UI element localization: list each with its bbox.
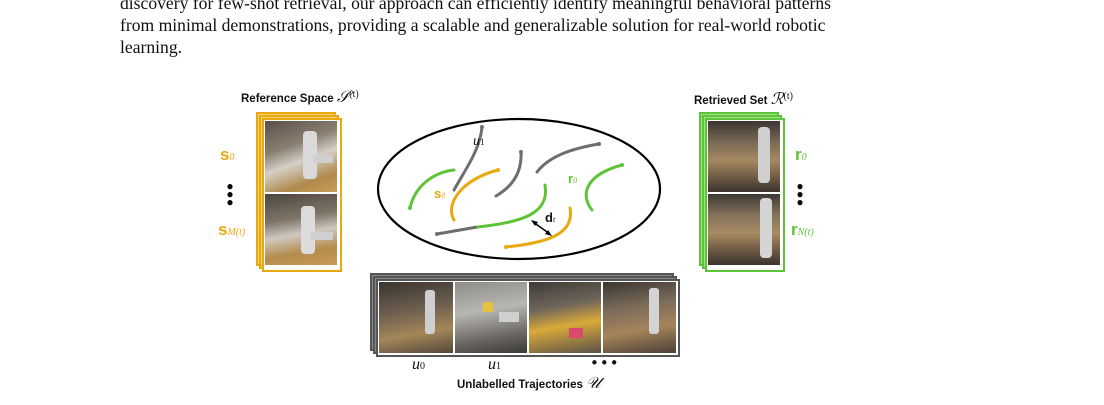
reference-label-sM-sub: M(t)	[227, 227, 246, 238]
retrieved-image-bottom	[708, 194, 780, 265]
distance-arrow-head-b	[545, 230, 552, 236]
retrieved-superscript: (t)	[783, 91, 793, 103]
ellipse-label-s0: s0	[434, 186, 445, 201]
unlabelled-frame-2	[455, 282, 527, 353]
paragraph-line-2: from minimal demonstrations, providing a…	[120, 15, 826, 35]
retrieved-vertical-ellipsis: ●●●	[796, 179, 804, 209]
trajectory-gray-middle-end	[519, 150, 523, 154]
ellipse-label-dt-sub: t	[552, 215, 556, 224]
trajectory-gray-top-right	[535, 142, 601, 174]
trajectory-gray-top-right-end	[597, 142, 601, 146]
trajectory-gray-bottom-end	[435, 232, 439, 236]
unlabelled-label-u0-sub: 0	[420, 361, 425, 372]
trajectory-r0	[584, 163, 624, 212]
trajectory-u1	[452, 125, 484, 192]
unlabelled-label-u1: u1	[488, 356, 501, 374]
ellipse-label-dt: dt	[545, 210, 555, 225]
retrieved-title-text: Retrieved Set	[694, 95, 768, 107]
ellipse-label-s0-sub: 0	[441, 191, 446, 200]
trajectory-s0-end	[496, 168, 500, 172]
ellipse-label-dt-text: d	[545, 210, 553, 225]
unlabelled-label-u1-text: u	[488, 356, 496, 373]
reference-image-top	[265, 121, 337, 192]
trajectory-yellow-bottom-end	[504, 245, 508, 249]
unlabelled-frame-1	[379, 282, 453, 353]
unlabelled-label-u0: u0	[412, 356, 425, 374]
unlabelled-frame-3	[529, 282, 601, 353]
reference-title-text: Reference Space	[241, 93, 334, 105]
reference-label-s0-text: s	[220, 145, 230, 164]
paragraph-line-1: discovery for few-shot retrieval, our ap…	[120, 0, 831, 13]
ellipse-label-u1: u1	[473, 134, 485, 150]
ellipse-label-u1-text: u	[473, 134, 480, 149]
trajectory-green-bottom	[476, 183, 548, 229]
reference-label-sM-text: s	[218, 220, 228, 239]
ellipse-label-u1-sub: 1	[480, 137, 485, 147]
retrieved-set-title: Retrieved Set ℛ(t)	[694, 89, 793, 109]
trajectory-gray-bottom	[435, 225, 480, 236]
unlabelled-title: Unlabelled Trajectories 𝒰	[457, 375, 601, 393]
trajectory-green-left	[408, 168, 456, 210]
retrieved-label-r0: r0	[795, 145, 807, 165]
unlabelled-frame-4	[603, 282, 676, 353]
distance-arrow-head-a	[531, 220, 538, 226]
reference-space-title: Reference Space 𝒮(t)	[241, 89, 359, 107]
trajectory-gray-middle	[494, 150, 523, 198]
retrieved-label-r0-sub: 0	[801, 152, 807, 163]
unlabelled-title-text: Unlabelled Trajectories	[457, 379, 583, 391]
trajectory-r0-end	[620, 163, 624, 167]
reference-vertical-ellipsis: ●●●	[226, 179, 234, 209]
ellipse-label-s0-text: s	[434, 186, 442, 201]
unlabelled-label-u1-sub: 1	[496, 361, 501, 372]
ellipse-label-r0: r0	[568, 171, 577, 186]
reference-label-sM: sM(t)	[218, 220, 245, 240]
ellipse-label-r0-text: r	[568, 171, 574, 186]
unlabelled-ellipsis: •••	[590, 354, 620, 372]
unlabelled-label-u0-text: u	[412, 356, 420, 373]
retrieved-label-r0-text: r	[795, 145, 802, 164]
reference-symbol: 𝒮	[336, 89, 350, 106]
trajectory-u1-end	[480, 125, 484, 129]
embedding-space-diagram	[376, 117, 662, 261]
retrieved-label-rN: rN(t)	[791, 220, 814, 240]
ellipse-label-r0-sub: 0	[573, 176, 578, 185]
trajectory-yellow-bottom	[504, 206, 572, 249]
reference-image-bottom	[265, 194, 337, 265]
trajectory-green-left-end	[408, 206, 412, 210]
retrieved-image-top	[708, 121, 780, 192]
reference-label-s0: s0	[220, 145, 234, 165]
reference-superscript: (t)	[349, 89, 359, 101]
retrieved-label-rN-text: r	[791, 220, 798, 239]
retrieved-label-rN-sub: N(t)	[797, 227, 814, 238]
paragraph: discovery for few-shot retrieval, our ap…	[120, 0, 920, 58]
paragraph-line-3: learning.	[120, 37, 183, 57]
retrieved-symbol: ℛ	[770, 91, 784, 108]
trajectory-s0	[449, 168, 500, 222]
embedding-ellipse	[376, 117, 662, 261]
reference-label-s0-sub: 0	[229, 152, 235, 163]
unlabelled-symbol: 𝒰	[586, 375, 601, 392]
